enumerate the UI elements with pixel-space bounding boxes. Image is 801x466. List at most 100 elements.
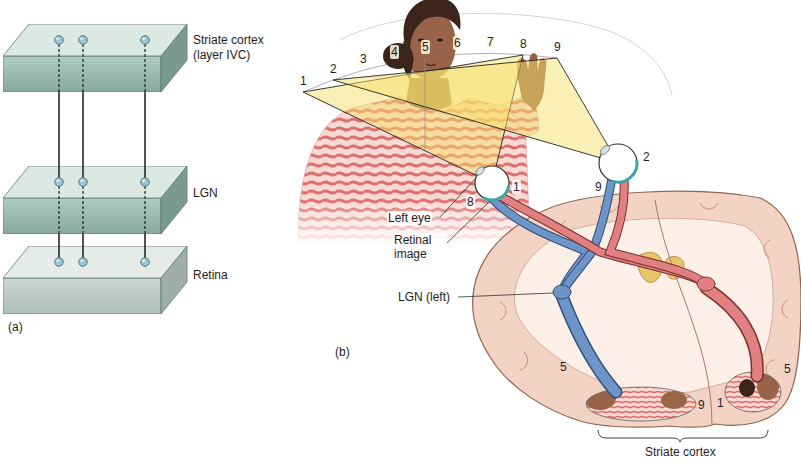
callout-label: Left eye <box>387 211 432 225</box>
panel-label: (a) <box>8 320 23 334</box>
axon-line <box>82 92 84 166</box>
eyes <box>474 144 637 200</box>
bracket <box>598 430 768 442</box>
axon-line <box>144 234 146 246</box>
callout-label: Retinal image <box>393 233 447 261</box>
slab-top <box>3 246 187 278</box>
optic-pathway <box>697 277 715 291</box>
woman-figure <box>426 64 436 66</box>
eyes <box>474 165 485 176</box>
callout-number: 3 <box>359 52 368 66</box>
slab-front <box>3 56 161 92</box>
slab-front <box>3 278 161 314</box>
brain-section <box>500 302 506 320</box>
callout-number: 6 <box>453 36 462 50</box>
neuron-cell <box>80 259 83 262</box>
neuron-cell <box>55 36 64 45</box>
callout-number: 9 <box>698 398 705 412</box>
leader-line <box>458 293 553 297</box>
woman-figure <box>403 0 460 50</box>
layer-label: Retina <box>193 268 228 283</box>
cortex-image <box>580 384 700 424</box>
eyes <box>612 160 637 182</box>
neuron-cell <box>142 37 145 40</box>
callout-number: 4 <box>390 45 399 59</box>
leader-line <box>440 178 476 217</box>
layer-label: LGN <box>193 186 218 201</box>
optic-pathway <box>706 288 757 376</box>
optic-pathway <box>610 178 706 284</box>
callout-number: 1 <box>300 74 307 88</box>
visual-field <box>333 58 618 163</box>
neuron-cell <box>141 258 150 267</box>
neuron-cell <box>79 178 88 187</box>
neuron-cell <box>56 37 59 40</box>
visual-field <box>303 55 618 183</box>
brain-section <box>700 203 718 209</box>
axon-line <box>144 92 146 166</box>
layer-slab: Striate cortex (layer IVC) <box>3 24 281 92</box>
layer-slab: LGN <box>3 166 222 234</box>
optic-pathway <box>562 296 616 392</box>
slab-drawing <box>3 246 189 314</box>
slab-drawing <box>3 24 189 92</box>
woman-figure <box>383 43 413 69</box>
callout-number: 5 <box>560 360 567 374</box>
axon-dashed <box>82 186 83 234</box>
callout-number: 2 <box>330 62 337 76</box>
neuron-cell <box>56 259 59 262</box>
callout-number: 5 <box>784 362 791 376</box>
callout-number: 7 <box>486 35 495 49</box>
optic-pathway <box>706 288 757 376</box>
layer-label: Striate cortex (layer IVC) <box>193 33 277 63</box>
optic-pathway <box>610 178 706 284</box>
slab-top <box>3 166 187 198</box>
brain-section <box>782 300 788 318</box>
callout-number: 8 <box>466 195 475 209</box>
eyes <box>599 144 637 182</box>
axon-line <box>82 234 84 246</box>
brain-section <box>473 191 801 427</box>
axon-dashed <box>58 186 59 234</box>
callout-number: 8 <box>520 37 527 51</box>
cortex-image <box>739 379 755 397</box>
neuron-cell <box>55 258 64 267</box>
eyes <box>599 144 611 156</box>
neuron-cell <box>79 36 88 45</box>
axon-dashed <box>82 44 83 92</box>
axon-dashed <box>144 186 145 234</box>
brain-section <box>766 360 775 376</box>
neuron-cell <box>56 179 59 182</box>
neuron-cell <box>80 37 83 40</box>
callout-number: 5 <box>421 40 430 54</box>
neuron-cell <box>141 178 150 187</box>
neuron-cell <box>55 178 64 187</box>
brain-section <box>514 218 773 393</box>
axon-line <box>58 92 60 166</box>
eyes <box>475 166 509 200</box>
neuron-cell <box>79 258 88 267</box>
slab-drawing <box>3 166 189 234</box>
callout-number: 2 <box>642 150 651 164</box>
woman-figure <box>437 38 443 41</box>
neuron-cell <box>142 179 145 182</box>
callout-label: LGN (left) <box>398 290 450 304</box>
cortex-image <box>661 391 687 409</box>
optic-pathway <box>553 285 571 299</box>
brain-section <box>764 240 770 258</box>
layer-slab: Retina <box>3 246 232 314</box>
panel-label: (b) <box>335 345 350 359</box>
brain-section <box>520 352 527 370</box>
eyes <box>484 186 509 200</box>
optic-pathway <box>562 296 616 392</box>
axon-dashed <box>58 44 59 92</box>
optic-pathway <box>490 178 757 392</box>
leader-line <box>440 178 553 297</box>
callout-number: 1 <box>717 396 724 410</box>
visual-field <box>425 58 426 150</box>
brain-section <box>586 387 696 421</box>
cortex-image <box>580 384 700 424</box>
neuron-cell <box>141 36 150 45</box>
slab-front <box>3 198 161 234</box>
slab-top <box>3 24 187 56</box>
